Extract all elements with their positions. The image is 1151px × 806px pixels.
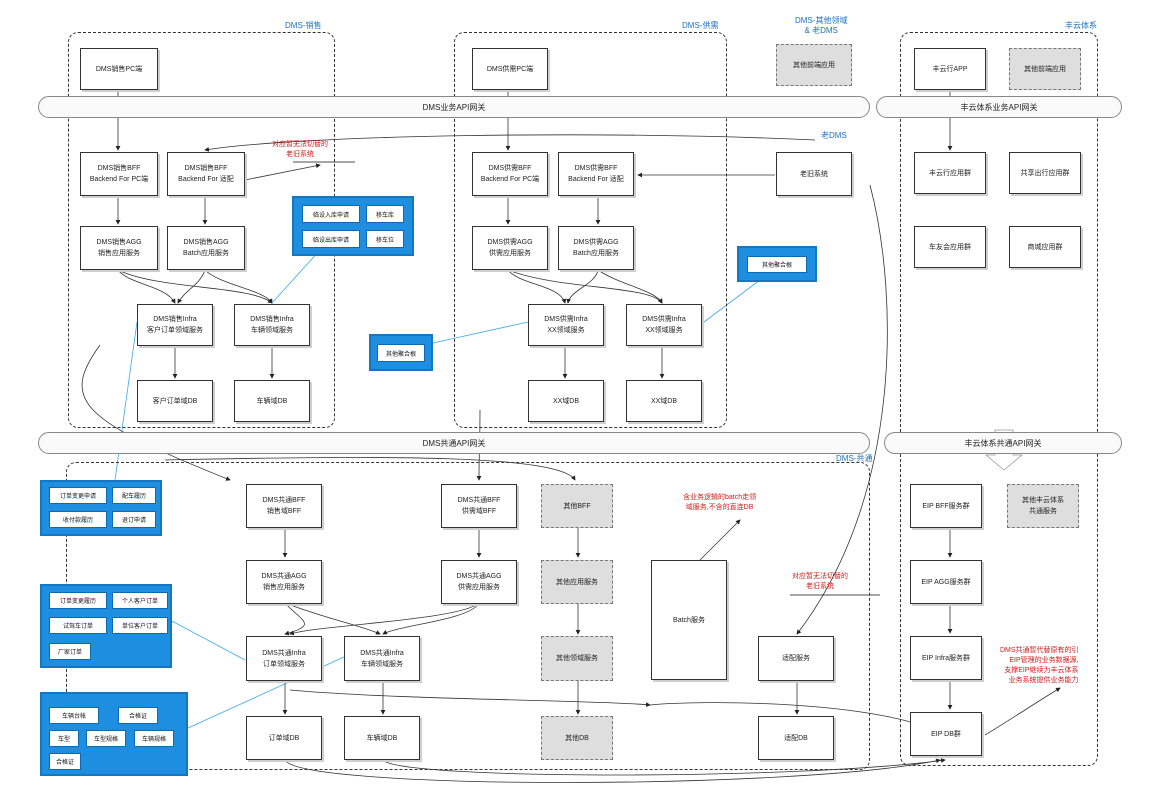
sales-agg-batch-node: DMS销售AGG Batch应用服务: [167, 226, 245, 270]
fengyun-other-front-node: 其他前端应用: [1009, 48, 1081, 90]
eip-db-node: EIP DB群: [910, 712, 982, 756]
chip-vehicle-list-6: 合格证: [49, 753, 81, 770]
common-bff-sales-node: DMS共通BFF 销售域BFF: [246, 484, 322, 528]
panel-order-list: 订单变更履历 个人客户订单 试驾车订单 单位客户订单 厂家订单: [40, 584, 172, 668]
fengyun-app-node: 丰云行APP: [914, 48, 986, 90]
chip-sales-top-3: 临设出库申请: [302, 230, 360, 248]
supply-infra-xx2-node: DMS供需Infra XX领域服务: [626, 304, 702, 346]
sales-pc-node: DMS销售PC端: [80, 48, 158, 90]
common-agg-supply-node: DMS共通AGG 供需应用服务: [441, 560, 517, 604]
fengyun-app-group-2: 共享出行应用群: [1009, 152, 1081, 194]
common-db-order-node: 订单域DB: [246, 716, 322, 760]
chip-vehicle-list-2: 合格证: [118, 707, 158, 724]
chip-vehicle-list-3: 车型: [49, 730, 79, 747]
eip-agg-node: EIP AGG服务群: [910, 560, 982, 604]
common-infra-vehicle-node: DMS共通Infra 车辆领域服务: [344, 636, 420, 681]
chip-vehicle-list-5: 车辆规格: [134, 730, 174, 747]
region-title-supply: DMS-供需: [682, 21, 719, 30]
panel-order-change: 订单变更申请 配车履历 收付款履历 退订申请: [40, 480, 162, 536]
sales-infra-order-node: DMS销售Infra 客户订单领域服务: [137, 304, 213, 346]
common-adapter-node: 适配服务: [758, 636, 834, 681]
chip-order-change-2: 配车履历: [112, 487, 156, 504]
zone-fengyun: [900, 32, 1098, 766]
chip-order-change-1: 订单变更申请: [49, 487, 107, 504]
gateway-fengyun-business: 丰云体系业务API网关: [876, 96, 1122, 118]
supply-pc-node: DMS供需PC端: [472, 48, 548, 90]
gateway-dms-business: DMS业务API网关: [38, 96, 870, 118]
zone-supply: [454, 32, 727, 428]
note-batch: 含业务逻辑的batch走领 域服务,不含的直连DB: [683, 494, 757, 511]
chip-sales-top-1: 临设入库申请: [302, 205, 360, 223]
supply-bff-pc-node: DMS供需BFF Backend For PC端: [472, 152, 548, 196]
common-batch-node: Batch服务: [651, 560, 727, 680]
fengyun-app-group-4: 商城应用群: [1009, 226, 1081, 268]
sales-db-vehicle-node: 车辆域DB: [234, 380, 310, 422]
sales-db-order-node: 客户订单域DB: [137, 380, 213, 422]
region-title-fengyun: 丰云体系: [1065, 21, 1097, 30]
supply-agg-batch-node: DMS供需AGG Batch应用服务: [558, 226, 634, 270]
sales-agg-node: DMS销售AGG 销售应用服务: [80, 226, 158, 270]
legacy-system-node: 老旧系统: [776, 152, 852, 196]
fengyun-app-group-3: 车友会应用群: [914, 226, 986, 268]
gateway-fengyun-common: 丰云体系共通API网关: [884, 432, 1122, 454]
chip-order-list-2: 个人客户订单: [112, 592, 168, 609]
other-front-app-node: 其他前端应用: [776, 44, 852, 86]
gateway-dms-common: DMS共通API网关: [38, 432, 870, 454]
region-title-other: DMS-其他领域 & 老DMS: [795, 16, 848, 35]
common-bff-supply-node: DMS共通BFF 供需域BFF: [441, 484, 517, 528]
panel-sales-aggregates: 临设入库申请 移车库 临设出库申请 移车位: [292, 196, 414, 256]
chip-order-list-5: 厂家订单: [49, 643, 91, 660]
eip-infra-node: EIP Infra服务群: [910, 636, 982, 680]
chip-order-change-3: 收付款履历: [49, 511, 107, 528]
sales-bff-pc-node: DMS销售BFF Backend For PC端: [80, 152, 158, 196]
supply-infra-xx1-node: DMS供需Infra XX领域服务: [528, 304, 604, 346]
note-legacy-top: 对应暂无法切替的 老旧系统: [272, 141, 328, 158]
panel-supply-other-aggregate: 其他聚合根: [737, 246, 817, 282]
common-agg-sales-node: DMS共通AGG 销售应用服务: [246, 560, 322, 604]
chip-vehicle-list-4: 车型规格: [86, 730, 126, 747]
common-other-app-node: 其他应用服务: [541, 560, 613, 604]
common-infra-order-node: DMS共通Infra 订单领域服务: [246, 636, 322, 681]
supply-db-xx1-node: XX域DB: [528, 380, 604, 422]
chip-order-list-1: 订单变更履历: [49, 592, 107, 609]
region-title-sales: DMS-销售: [285, 21, 322, 30]
legacy-dms-label: 老DMS: [821, 131, 847, 140]
common-db-adapter-node: 适配DB: [758, 716, 834, 760]
chip-order-list-3: 试驾车订单: [49, 617, 107, 634]
panel-vehicle-list: 车辆台帐 合格证 车型 车型规格 车辆规格 合格证: [40, 692, 188, 776]
common-other-bff-node: 其他BFF: [541, 484, 613, 528]
chip-supply-other: 其他聚合根: [747, 256, 807, 273]
note-eip: DMS共通暂代替原有的引 EIP管理的业务数据源, 支撑EIP继续为丰云体系 业…: [1000, 647, 1079, 684]
supply-agg-node: DMS供需AGG 供需应用服务: [472, 226, 548, 270]
fengyun-app-group-1: 丰云行应用群: [914, 152, 986, 194]
chip-sales-top-2: 移车库: [366, 205, 404, 223]
common-db-vehicle-node: 车辆域DB: [344, 716, 420, 760]
chip-sales-other: 其他聚合根: [377, 344, 425, 362]
panel-sales-other-aggregate: 其他聚合根: [369, 334, 433, 371]
sales-infra-vehicle-node: DMS销售Infra 车辆领域服务: [234, 304, 310, 346]
chip-vehicle-list-1: 车辆台帐: [49, 707, 99, 724]
supply-db-xx2-node: XX域DB: [626, 380, 702, 422]
common-other-domain-node: 其他领域服务: [541, 636, 613, 681]
chip-order-list-4: 单位客户订单: [112, 617, 168, 634]
region-title-common: DMS-共通: [836, 454, 873, 463]
sales-bff-adapt-node: DMS销售BFF Backend For 适配: [167, 152, 245, 196]
eip-common-node: 其他丰云体系 共通服务: [1007, 484, 1079, 528]
eip-bff-node: EIP BFF服务群: [910, 484, 982, 528]
note-legacy-bottom: 对应暂无法切替的 老旧系统: [792, 573, 848, 590]
chip-order-change-4: 退订申请: [112, 511, 156, 528]
common-db-other-node: 其他DB: [541, 716, 613, 760]
chip-sales-top-4: 移车位: [366, 230, 404, 248]
supply-bff-adapt-node: DMS供需BFF Backend For 适配: [558, 152, 634, 196]
